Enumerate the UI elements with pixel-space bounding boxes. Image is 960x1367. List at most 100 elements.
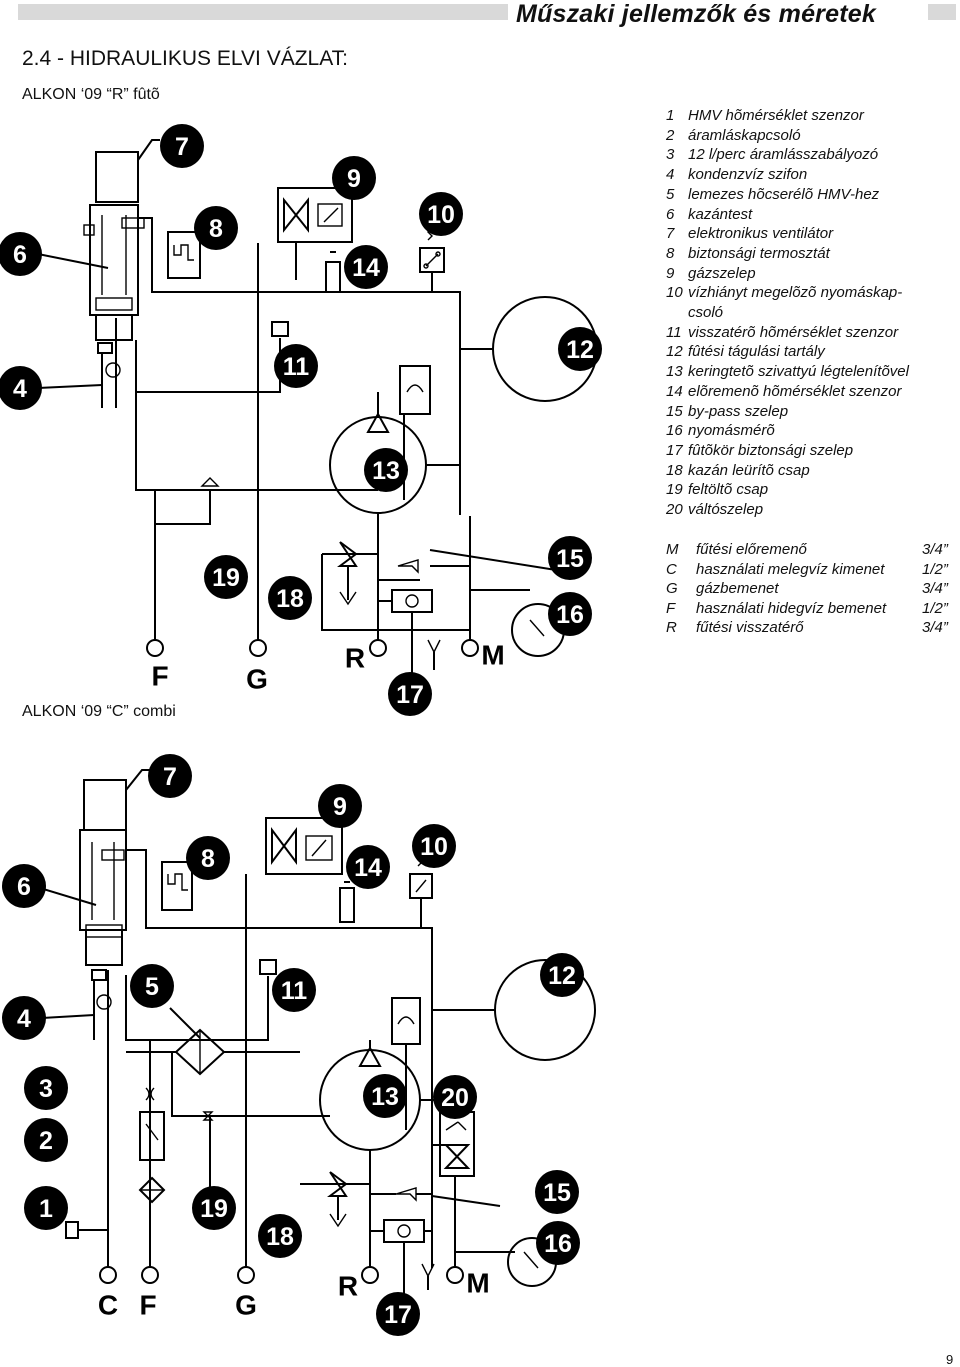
svg-text:14: 14	[352, 254, 380, 282]
component-badge-6: 6	[0, 232, 42, 276]
connection-size: 3/4”	[922, 580, 948, 598]
legend-number: 2	[666, 126, 675, 144]
svg-text:7: 7	[163, 763, 177, 791]
connection-key: G	[666, 580, 678, 598]
legend-text: biztonsági termosztát	[688, 244, 830, 262]
diagram-r-title: ALKON ‘09 “R” fûtõ	[22, 86, 160, 103]
connection-desc: gázbemenet	[696, 580, 779, 598]
legend-number: 10	[666, 284, 683, 302]
port-label-F: F	[139, 1290, 156, 1321]
legend-text: áramláskapcsoló	[688, 126, 801, 144]
component-badge-4: 4	[2, 996, 46, 1040]
port-label-M: M	[481, 640, 504, 671]
svg-text:18: 18	[276, 585, 304, 613]
svg-text:10: 10	[427, 201, 455, 229]
component-badge-9: 9	[332, 156, 376, 200]
connection-desc: fűtési visszatérő	[696, 619, 804, 637]
legend-item: 2 áramláskapcsoló	[666, 126, 909, 146]
svg-text:19: 19	[200, 1195, 228, 1223]
legend-text: by-pass szelep	[688, 402, 789, 420]
port-label-G: G	[246, 664, 268, 695]
legend-text: nyomásmérõ	[688, 422, 775, 440]
diagram-c-lines	[39, 769, 596, 1296]
component-badge-14: 14	[344, 245, 388, 289]
header-bar-end	[928, 4, 956, 20]
header-bar	[18, 4, 508, 20]
legend-number: 5	[666, 185, 675, 203]
connection-key: M	[666, 541, 679, 558]
svg-text:3: 3	[39, 1075, 53, 1103]
component-badge-15: 15	[548, 536, 592, 580]
legend-text: kazántest	[688, 205, 753, 223]
legend-text: kondenzvíz szifon	[688, 166, 808, 184]
component-badge-20: 20	[433, 1075, 477, 1119]
component-badge-10: 10	[419, 192, 463, 236]
legend-number: 13	[666, 363, 683, 381]
port-label-R: R	[338, 1271, 358, 1302]
svg-text:5: 5	[145, 973, 159, 1001]
svg-text:4: 4	[17, 1005, 31, 1033]
component-badge-6: 6	[2, 864, 46, 908]
legend-text: gázszelep	[688, 264, 756, 282]
component-badge-18: 18	[268, 576, 312, 620]
svg-text:2: 2	[39, 1127, 53, 1155]
legend-number: 12	[666, 343, 683, 361]
connection-size: 3/4”	[922, 541, 948, 558]
component-badge-13: 13	[363, 1074, 407, 1118]
legend-number: 14	[666, 382, 683, 400]
legend-text: csoló	[688, 304, 724, 322]
svg-text:20: 20	[441, 1084, 469, 1112]
connection-key: R	[666, 619, 677, 637]
svg-text:13: 13	[371, 1083, 399, 1111]
svg-text:18: 18	[266, 1223, 294, 1251]
legend-number: 16	[666, 422, 683, 440]
legend-number: 15	[666, 402, 683, 420]
port-label-F: F	[151, 661, 168, 692]
component-badge-17: 17	[388, 672, 432, 716]
component-badge-11: 11	[272, 968, 316, 1012]
component-badge-17: 17	[376, 1292, 420, 1336]
component-badge-12: 12	[558, 327, 602, 371]
connection-desc: használati hidegvíz bemenet	[696, 599, 887, 617]
component-badge-7: 7	[160, 124, 204, 168]
legend-text: váltószelep	[688, 501, 764, 519]
svg-text:17: 17	[384, 1301, 412, 1329]
component-badge-16: 16	[536, 1221, 580, 1265]
legend-number: 20	[666, 501, 683, 519]
legend-text: elektronikus ventilátor	[688, 225, 834, 243]
legend-number: 6	[666, 205, 675, 223]
svg-text:8: 8	[209, 215, 223, 243]
legend-text: elõremenõ hõmérséklet szenzor	[688, 382, 902, 400]
svg-text:1: 1	[39, 1195, 53, 1223]
component-badge-14: 14	[346, 845, 390, 889]
page-number: 9	[946, 1352, 954, 1367]
svg-text:15: 15	[543, 1179, 571, 1207]
fan-box	[95, 151, 139, 203]
legend-text: fûtõkör biztonsági szelep	[688, 441, 854, 459]
component-badge-19: 19	[192, 1186, 236, 1230]
svg-text:12: 12	[566, 336, 594, 364]
connection-size: 1/2”	[922, 560, 948, 578]
connection-key: F	[666, 599, 676, 617]
legend-number: 3	[666, 146, 675, 164]
component-badge-5: 5	[130, 964, 174, 1008]
svg-text:11: 11	[281, 977, 308, 1005]
svg-text:16: 16	[556, 601, 584, 629]
component-badge-2: 2	[24, 1118, 68, 1162]
legend-text: feltöltõ csap	[688, 481, 769, 499]
